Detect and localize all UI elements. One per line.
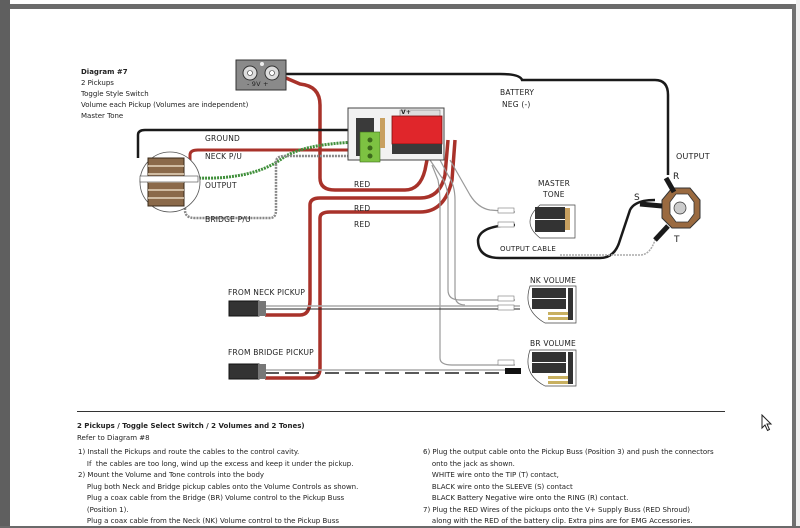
battery-positive-wire <box>285 76 434 192</box>
output-jack <box>639 176 701 242</box>
neck-pu-wire <box>188 148 358 162</box>
br-volume-label: BR VOLUME <box>530 339 576 348</box>
window-left-border <box>0 0 10 526</box>
instruction-line: Plug a coax cable from the Bridge (BR) V… <box>78 494 345 502</box>
jack-tip-label: T <box>674 235 680 245</box>
output-cable-white <box>560 231 661 256</box>
instruction-line: WHITE wire onto the TIP (T) contact, <box>423 471 559 479</box>
red-wire-bridge <box>265 139 457 380</box>
instruction-line: onto the jack as shown. <box>423 459 515 468</box>
diagram-spec-line: Toggle Style Switch <box>81 90 149 98</box>
bridge-pickup-connector <box>228 363 266 380</box>
window-right-edge <box>796 0 800 526</box>
output-wire <box>195 140 359 180</box>
document-page: Diagram #7 2 Pickups Toggle Style Switch… <box>10 9 792 526</box>
window-top-edge <box>0 0 800 4</box>
instruction-line: along with the RED of the battery clip. … <box>423 517 693 525</box>
master-tone-label: MASTER <box>538 179 571 188</box>
jack-ring-label: R <box>673 172 680 182</box>
instruction-line: Plug a coax cable from the Neck (NK) Vol… <box>78 517 339 525</box>
instruction-line: 7) Plug the RED Wires of the pickups ont… <box>423 505 690 514</box>
battery-clip <box>235 59 287 91</box>
instruction-line: BLACK wire onto the SLEEVE (S) contact <box>423 482 573 491</box>
diagram-spec-line: Master Tone <box>81 112 124 120</box>
nk-volume-label: NK VOLUME <box>530 276 577 285</box>
instructions-title: 2 Pickups / Toggle Select Switch / 2 Vol… <box>77 422 305 430</box>
ground-wire <box>136 128 358 158</box>
instruction-line: (Position 1). <box>78 505 129 514</box>
window-top-border <box>10 4 792 9</box>
neck-pickup-connector <box>228 300 266 317</box>
bridge-pu-label: BRIDGE P/U <box>205 215 251 224</box>
output-cable-wire <box>476 198 656 260</box>
pickup-selector-switch <box>139 151 201 213</box>
nk-volume-pot <box>497 285 577 324</box>
battery-negative-wire <box>286 72 670 175</box>
neck-pu-label: NECK P/U <box>205 152 243 161</box>
from-neck-pickup-label: FROM NECK PICKUP <box>228 288 306 297</box>
instruction-line: BLACK Battery Negative wire onto the RIN… <box>423 494 629 502</box>
red-wire-neck <box>265 139 450 317</box>
diagram-spec-line: Volume each Pickup (Volumes are independ… <box>81 101 249 109</box>
br-volume-pot <box>497 349 577 387</box>
output-label: OUTPUT <box>205 181 237 190</box>
ground-label: GROUND <box>205 134 241 143</box>
battery-9v-label: - 9V + <box>247 80 269 88</box>
instruction-line: 6) Plug the output cable onto the Pickup… <box>423 448 714 456</box>
pickup-buss-board <box>347 107 445 163</box>
from-bridge-pickup-label: FROM BRIDGE PICKUP <box>228 348 314 357</box>
mouse-pointer-icon <box>761 414 773 432</box>
master-tone-pot <box>497 204 576 239</box>
battery-neg-label-2: NEG (-) <box>502 100 531 109</box>
red-label-3: RED <box>354 220 371 229</box>
buss-vplus-label: V+ <box>401 109 412 116</box>
diagram-spec-line: 2 Pickups <box>81 79 114 87</box>
red-label-1: RED <box>354 180 371 189</box>
instructions-refer: Refer to Diagram #8 <box>77 434 150 442</box>
wiring-diagram <box>136 59 701 387</box>
output-cable-label: OUTPUT CABLE <box>500 245 556 253</box>
master-tone-label-2: TONE <box>543 190 565 199</box>
instruction-line: 2) Mount the Volume and Tone controls in… <box>78 471 265 479</box>
section-divider <box>77 411 725 412</box>
jack-output-title: OUTPUT <box>676 152 710 161</box>
battery-neg-label: BATTERY <box>500 88 535 97</box>
instruction-line: If the cables are too long, wind up the … <box>78 459 354 468</box>
instruction-line: 1) Install the Pickups and route the cab… <box>78 448 300 456</box>
jack-sleeve-label: S <box>634 193 640 203</box>
coax-wire-2 <box>439 159 466 306</box>
bridge-pu-wire <box>183 154 358 220</box>
instruction-line: Plug both Neck and Bridge pickup cables … <box>78 482 359 491</box>
diagram-title: Diagram #7 <box>81 68 128 76</box>
red-label-2: RED <box>354 204 371 213</box>
coax-wire-3 <box>431 164 515 366</box>
coax-wire-4 <box>449 159 516 213</box>
